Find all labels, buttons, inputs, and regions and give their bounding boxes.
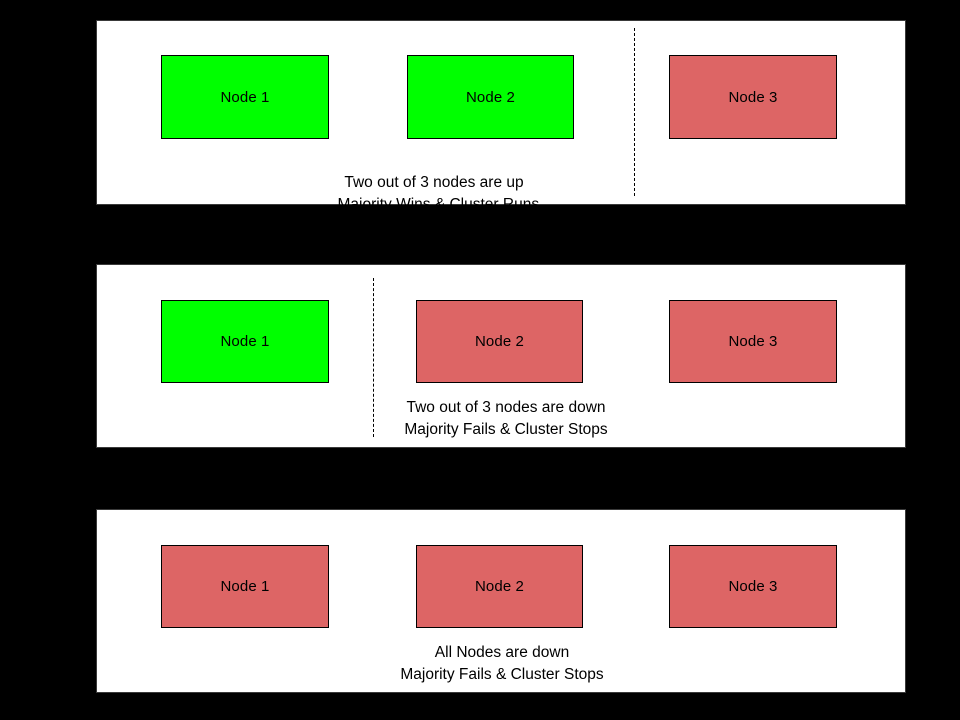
panel-caption: Two out of 3 nodes are down Majority Fai…	[97, 397, 907, 441]
panel-caption: Two out of 3 nodes are up , Majority Win…	[97, 172, 907, 216]
panel-caption: All Nodes are down Majority Fails & Clus…	[97, 642, 907, 686]
caption-line-2: , Majority Wins & Cluster Runs	[328, 196, 540, 213]
node-label: Node 1	[220, 333, 270, 350]
node-label: Node 2	[475, 333, 524, 350]
node-box-2: Node 2	[416, 545, 583, 628]
node-box-1: Node 1	[161, 55, 329, 139]
node-label: Node 3	[728, 333, 778, 350]
node-label: Node 2	[466, 88, 515, 106]
quorum-divider-line	[634, 28, 635, 196]
node-box-3: Node 3	[669, 545, 837, 628]
quorum-divider-line	[373, 278, 374, 437]
caption-line-1: All Nodes are down	[434, 644, 570, 661]
node-box-2: Node 2	[416, 300, 583, 383]
node-box-2: Node 2	[407, 55, 574, 139]
node-label: Node 1	[220, 578, 270, 595]
scenario-panel-majority-down: Node 1 Node 2 Node 3 Two out of 3 nodes …	[96, 264, 906, 448]
node-box-3: Node 3	[669, 300, 837, 383]
node-label: Node 2	[475, 578, 524, 595]
node-label: Node 3	[728, 88, 778, 106]
node-box-3: Node 3	[669, 55, 837, 139]
scenario-panel-all-down: Node 1 Node 2 Node 3 All Nodes are down …	[96, 509, 906, 693]
caption-line-1: Two out of 3 nodes are up	[344, 174, 524, 191]
node-box-1: Node 1	[161, 300, 329, 383]
node-box-1: Node 1	[161, 545, 329, 628]
caption-line-2: Majority Fails & Cluster Stops	[400, 666, 604, 683]
scenario-panel-majority-up: Node 1 Node 2 Node 3 Two out of 3 nodes …	[96, 20, 906, 213]
caption-line-2: Majority Fails & Cluster Stops	[404, 421, 608, 438]
node-label: Node 3	[728, 578, 778, 595]
node-label: Node 1	[220, 88, 270, 106]
caption-line-1: Two out of 3 nodes are down	[406, 399, 606, 416]
